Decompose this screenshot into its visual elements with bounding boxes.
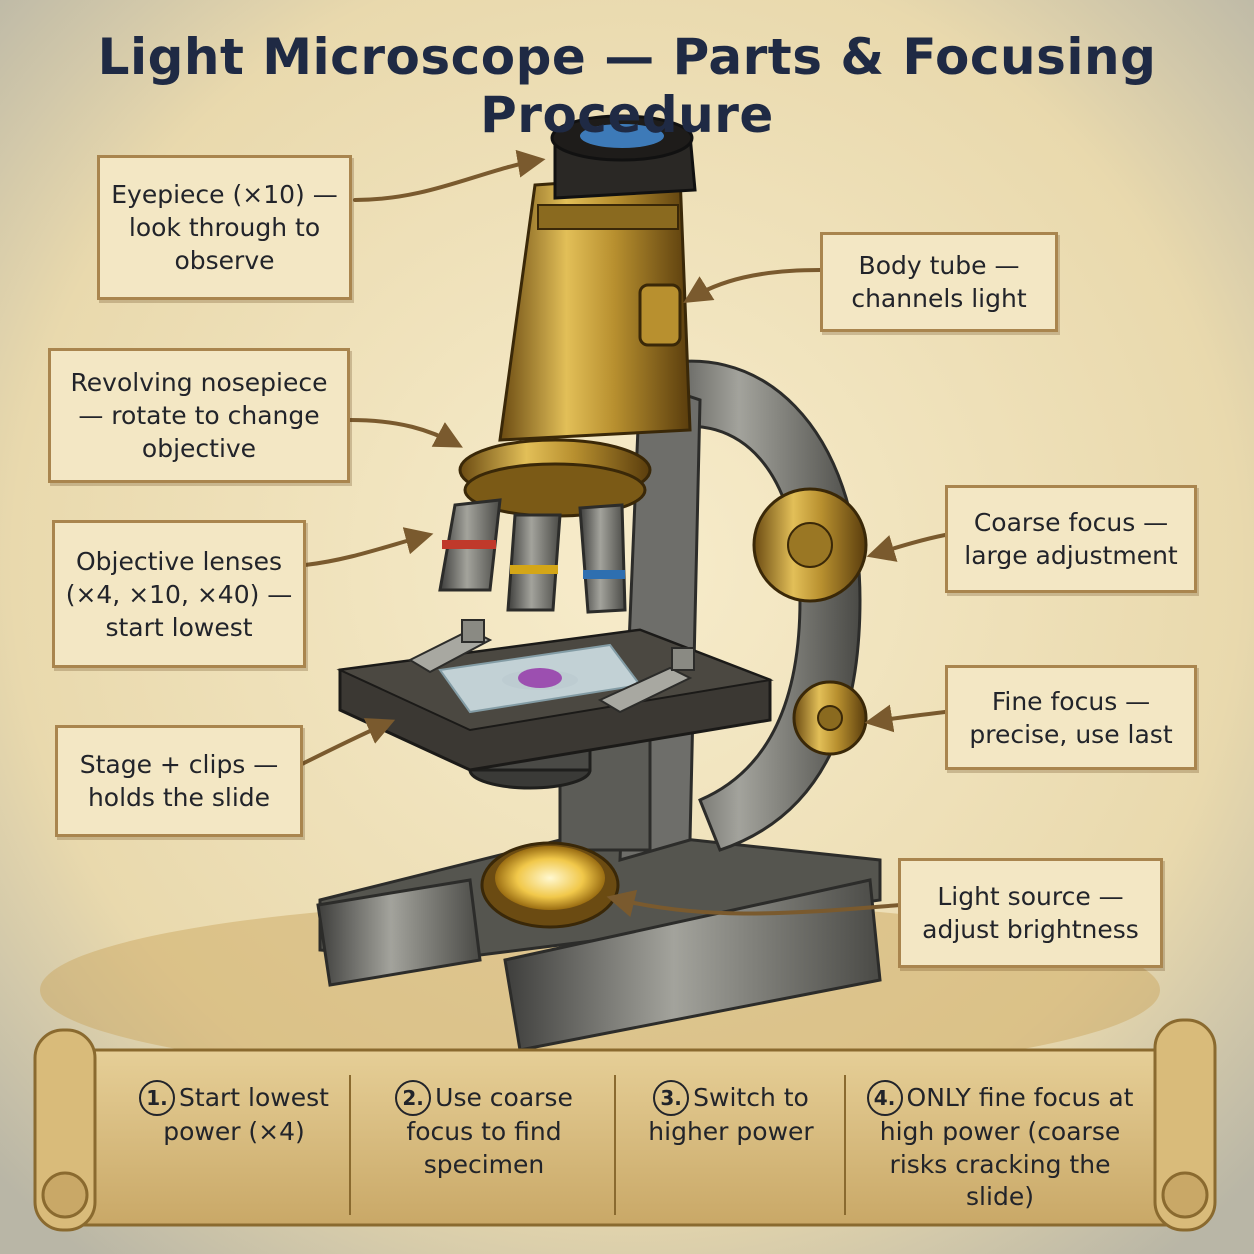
label-objective-lenses: Objective lenses (×4, ×10, ×40) — start … xyxy=(52,520,306,668)
label-stage-clips: Stage + clips — holds the slide xyxy=(55,725,303,837)
label-body-tube: Body tube — channels light xyxy=(820,232,1058,332)
step-1: 1.Start lowest power (×4) xyxy=(120,1070,348,1220)
tube-collar xyxy=(538,205,678,229)
scroll-curl-right xyxy=(1163,1173,1207,1217)
step-1-number: 1. xyxy=(139,1080,175,1116)
coarse-focus-hub xyxy=(788,523,832,567)
step-4: 4.ONLY fine focus at high power (coarse … xyxy=(850,1070,1150,1220)
label-light-source: Light source — adjust brightness xyxy=(898,858,1163,968)
objective-yellow-band xyxy=(510,565,558,574)
step-1-text: Start lowest power (×4) xyxy=(163,1083,329,1146)
objective-x40 xyxy=(580,505,625,612)
fine-focus-hub xyxy=(818,706,842,730)
objective-red-band xyxy=(442,540,496,549)
specimen xyxy=(518,668,562,688)
objective-x10 xyxy=(508,515,560,610)
clip-post-right xyxy=(672,648,694,670)
tube-screw xyxy=(640,285,680,345)
label-eyepiece: Eyepiece (×10) — look through to observe xyxy=(97,155,352,300)
step-2: 2.Use coarse focus to find specimen xyxy=(355,1070,613,1220)
step-3-number: 3. xyxy=(653,1080,689,1116)
step-2-number: 2. xyxy=(395,1080,431,1116)
label-coarse-focus: Coarse focus — large adjustment xyxy=(945,485,1197,593)
clip-post-left xyxy=(462,620,484,642)
step-2-text: Use coarse focus to find specimen xyxy=(406,1083,572,1179)
step-4-text: ONLY fine focus at high power (coarse ri… xyxy=(880,1083,1134,1211)
scroll-curl-left xyxy=(43,1173,87,1217)
step-3: 3.Switch to higher power xyxy=(620,1070,842,1220)
page-title: Light Microscope — Parts & Focusing Proc… xyxy=(0,28,1254,144)
label-fine-focus: Fine focus — precise, use last xyxy=(945,665,1197,770)
step-4-number: 4. xyxy=(867,1080,903,1116)
objective-blue-band xyxy=(583,570,625,579)
light-source-lamp xyxy=(495,846,605,910)
label-revolving-nosepiece: Revolving nosepiece — rotate to change o… xyxy=(48,348,350,483)
